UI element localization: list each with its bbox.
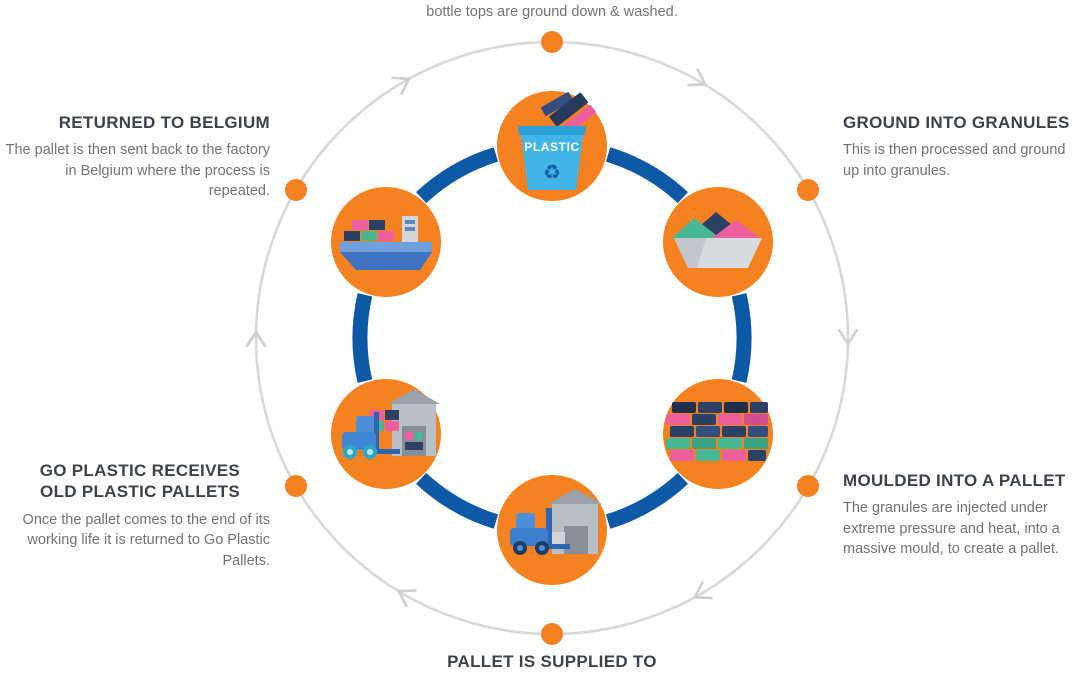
stage-text-returned-to-belgium: RETURNED TO BELGIUM The pallet is then s… (5, 112, 270, 202)
stage-text-go-plastic-receives: GO PLASTIC RECEIVES OLD PLASTIC PALLETS … (5, 460, 270, 571)
cargo-ship-icon (331, 187, 441, 297)
stage-dots (285, 31, 819, 645)
stage-dot (285, 179, 307, 201)
stage-heading-returned-to-belgium: RETURNED TO BELGIUM (58, 113, 270, 132)
arrow-icon (397, 589, 417, 608)
plastic-bin-icon: PLASTIC ♻ (497, 91, 607, 201)
arrow-icon (837, 328, 859, 346)
inner-blue-arcs (352, 147, 752, 529)
stage-text-top: bottle tops are ground down & washed. (302, 2, 802, 23)
pallet-stack-icon (663, 379, 773, 489)
stage-body-go-plastic-receives: Once the pallet comes to the end of its … (22, 511, 270, 569)
stage-heading-ground-into-granules: GROUND INTO GRANULES (843, 113, 1070, 132)
stage-dot (797, 475, 819, 497)
cycle-direction-arrows (245, 68, 859, 608)
recycle-icon: ♻ (543, 162, 561, 184)
stage-heading-go-plastic-receives: GO PLASTIC RECEIVES OLD PLASTIC PALLETS (39, 461, 240, 502)
arrow-icon (693, 581, 713, 600)
stage-dot (285, 475, 307, 497)
stage-body-returned-to-belgium: The pallet is then sent back to the fact… (5, 142, 270, 200)
stage-dot (797, 179, 819, 201)
arrow-icon (245, 330, 267, 348)
arc-segment (605, 147, 689, 204)
bin-label: PLASTIC (524, 140, 580, 154)
stage-body-top: bottle tops are ground down & washed. (426, 4, 678, 20)
arrow-icon (391, 76, 411, 95)
stage-body-ground-into-granules: This is then processed and ground up int… (843, 142, 1066, 179)
stage-body-moulded-into-a-pallet: The granules are injected under extreme … (843, 500, 1060, 558)
arrow-icon (687, 68, 707, 87)
arc-segment (352, 293, 373, 383)
stage-dot (541, 623, 563, 645)
stage-heading-pallet-is-supplied-to: PALLET IS SUPPLIED TO (447, 652, 657, 671)
stage-text-moulded-into-a-pallet: MOULDED INTO A PALLET The granules are i… (843, 470, 1080, 560)
stage-text-pallet-is-supplied-to: PALLET IS SUPPLIED TO (352, 651, 752, 675)
stage-text-ground-into-granules: GROUND INTO GRANULES This is then proces… (843, 112, 1080, 181)
arc-segment (731, 293, 752, 383)
forklift-warehouse-icon (497, 475, 607, 585)
stage-dot (541, 31, 563, 53)
arc-segment (415, 472, 499, 529)
granules-bowl-icon (663, 187, 773, 297)
arc-segment (605, 472, 689, 529)
forklift-pallets-icon (331, 379, 441, 489)
stage-heading-moulded-into-a-pallet: MOULDED INTO A PALLET (843, 471, 1066, 490)
pallet-rows (666, 402, 768, 461)
arc-segment (415, 147, 499, 204)
